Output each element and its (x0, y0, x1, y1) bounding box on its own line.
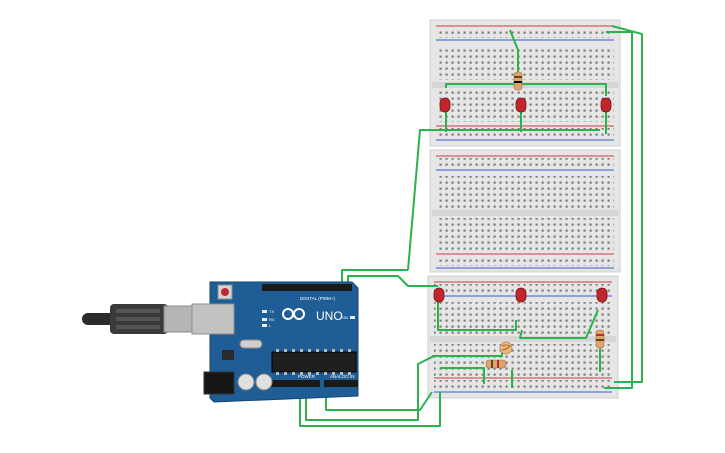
leds[interactable] (433, 97, 612, 303)
crystal (239, 339, 263, 349)
led-top-3 (600, 97, 612, 113)
wire-bottom-res-1 (440, 367, 485, 384)
wires (299, 25, 643, 427)
on-label: ON (342, 315, 348, 320)
chip-pins (276, 349, 351, 375)
tx-label: TX (269, 309, 274, 314)
arduino-logo (282, 308, 305, 320)
wire-top-bus (445, 83, 607, 96)
l-label: L (269, 323, 272, 328)
wire-top-right-loop-2 (611, 25, 643, 383)
wire-bottom-bus-right (519, 309, 599, 339)
analog-header-label: ANALOG IN (330, 374, 355, 379)
usb-cable-icon[interactable] (82, 304, 199, 334)
led-bottom-1 (433, 287, 445, 303)
power-header (270, 380, 320, 387)
led-top-2 (515, 97, 527, 113)
usb-port (191, 303, 235, 335)
ic-chip-icon (271, 351, 357, 373)
led-bottom-2 (515, 287, 527, 303)
wire-top-resistor (509, 29, 519, 72)
breadboard-middle[interactable] (429, 149, 621, 273)
capacitor-1 (237, 373, 255, 391)
resistor-top (513, 71, 523, 91)
barrel-jack-icon (203, 371, 235, 395)
resistor-bottom-horizontal (485, 359, 507, 369)
photoresistor[interactable] (499, 341, 513, 355)
wire-power-2 (305, 355, 435, 421)
power-header-label: POWER (298, 374, 316, 379)
wire-bottom-bus-left (437, 302, 517, 331)
rx-label: RX (269, 317, 275, 322)
analog-header (324, 380, 358, 387)
regulator (222, 350, 234, 360)
wire-power-1 (299, 382, 441, 427)
resistor-bottom-right (595, 329, 605, 349)
wire-arduino-to-bottom (347, 275, 438, 292)
board-model-label: UNO (316, 309, 343, 323)
resistors[interactable] (485, 71, 605, 369)
wire-top-right-loop (604, 31, 633, 389)
led-bottom-3 (596, 287, 608, 303)
digital-header (262, 284, 352, 291)
capacitor-2 (255, 373, 273, 391)
wire-left-bus-top (407, 129, 600, 271)
digital-header-label: DIGITAL (PWM~) (300, 296, 335, 301)
arduino-uno-board[interactable]: UNO DIGITAL (PWM~) POWER ANALOG IN TX RX… (191, 281, 359, 403)
led-top-1 (439, 97, 451, 113)
